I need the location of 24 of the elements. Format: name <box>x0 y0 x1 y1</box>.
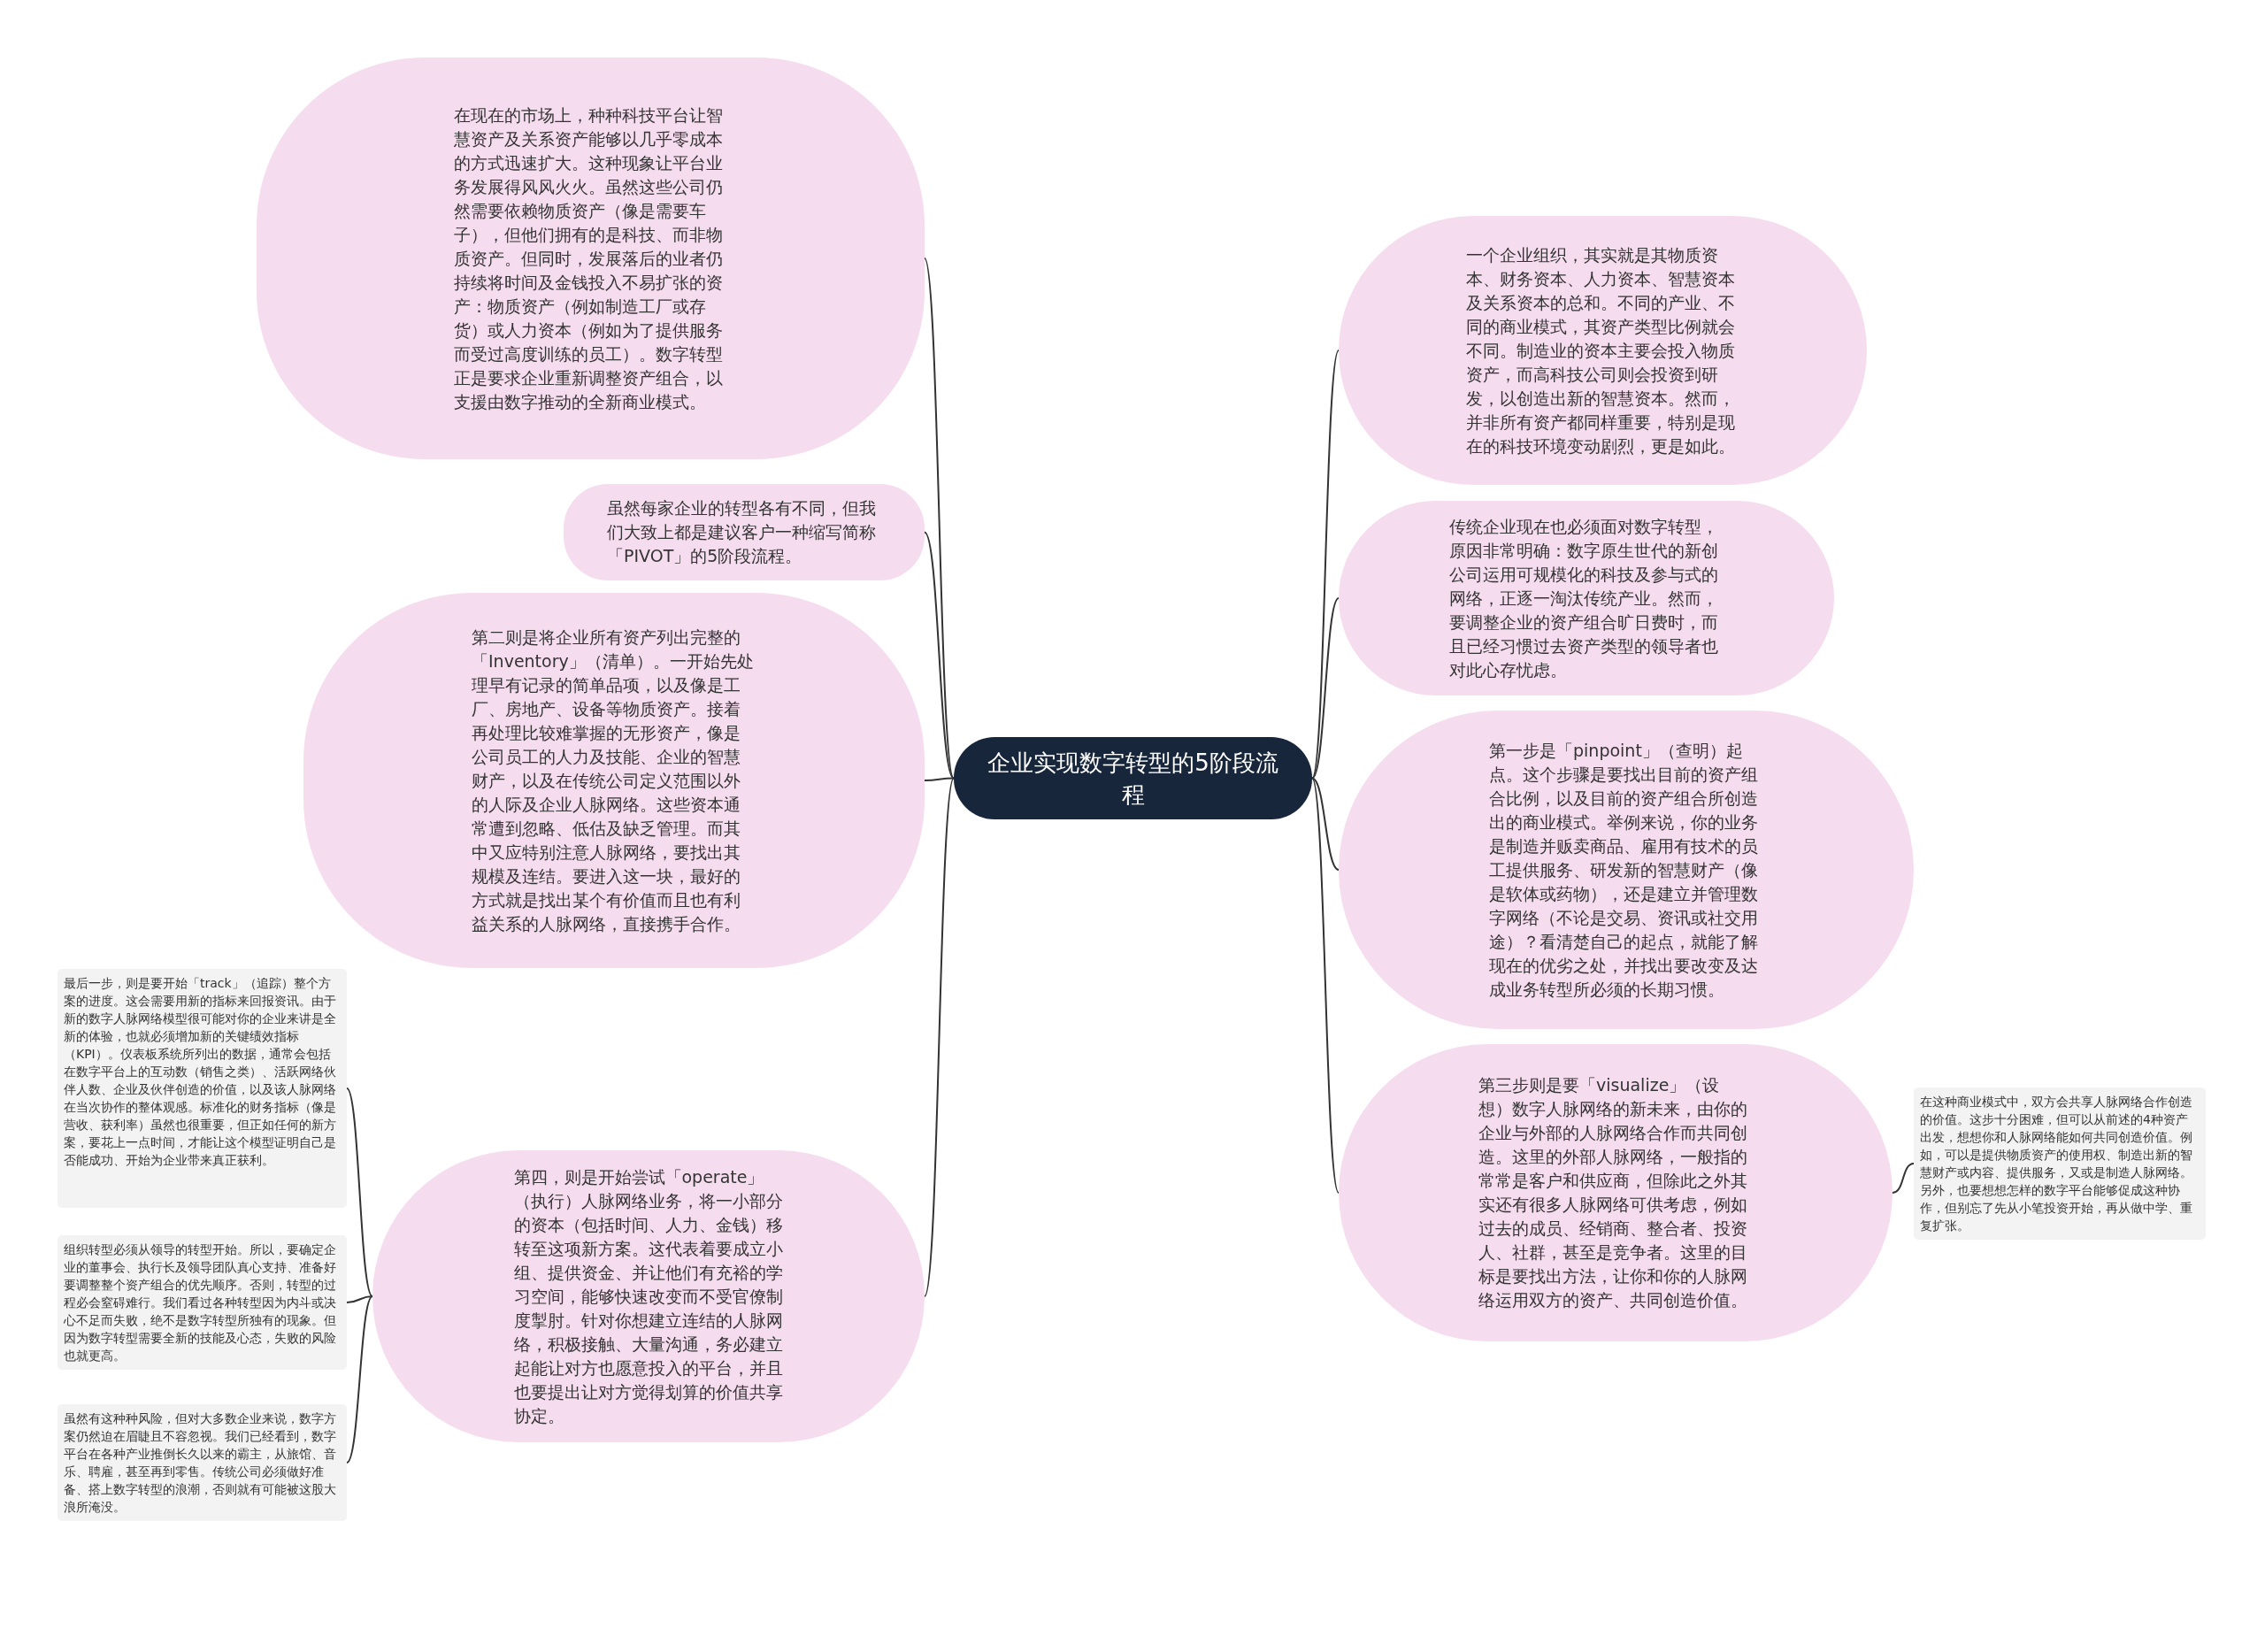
topic-text: 在现在的市场上，种种科技平台让智慧资产及关系资产能够以几乎零成本的方式迅速扩大。这种现象让平台业务发展得风风火火。虽然这些公司仍然需要依赖物质资产（像是需要车子），但他们拥有的是科技、而非物质资产。但同时，发展落后的业者仍持续将时间及金钱投入不易扩张的资产：物质资产（例如制造工厂或存货）或人力资本（例如为了提供服务而受过高度训练的员工）。数字转型正是要求企业重新调整资产组合，以支援由数字推动的全新商业模式。 <box>453 104 724 413</box>
topic-text: 第二则是将企业所有资产列出完整的「Inventory」（清单）。一开始先处理早有记录的简单品项，以及像是工厂、房地产、设备等物质资产。接着再处理比较难掌握的无形资产，像是公司员工的人力及技能、企业的智慧财产，以及在传统公司定义范围以外的人际及企业人脉网络。这些资本通常遭到忽略、低估及缺乏管理。而其中又应特别注意人脉网络，要找出其规模及连结。要进入这一块，最好的方式就是找出某个有价值而且也有利益关系的人脉网络，直接携手合作。 <box>472 626 755 935</box>
connector-line <box>346 1295 373 1464</box>
connector-line <box>346 1295 373 1303</box>
connector-line <box>346 1087 373 1297</box>
connector-line <box>1311 777 1340 871</box>
note-text: 虽然有这种种风险，但对大多数企业来说，数字方案仍然迫在眉睫且不容忽视。我们已经看到，数字平台在各种产业推倒长久以来的霸主，从旅馆、音乐、聘雇，甚至再到零售。传统公司必须做好准备、搭上数字转型的浪潮，否则就有可能被这股大浪所淹没。 <box>64 1410 337 1516</box>
note-text: 组织转型必须从领导的转型开始。所以，要确定企业的董事会、执行长及领导团队真心支持、准备好要调整整个资产组合的优先顺序。否则，转型的过程必会窒碍难行。我们看过各种转型因为内斗或决心不足而失败，绝不是数字转型所独有的现象。但因为数字转型需要全新的技能及心态，失败的风险也就更高。 <box>64 1241 337 1364</box>
connector-line <box>924 531 955 780</box>
note-card <box>58 969 347 1208</box>
connector-line <box>1892 1163 1915 1194</box>
connector-line <box>1311 777 1340 1194</box>
topic-text: 虽然每家企业的转型各有不同，但我们大致上都是建议客户一种缩写简称「PIVOT」的5阶段流程。 <box>607 497 877 567</box>
connector-line <box>924 777 955 1297</box>
note-text: 在这种商业模式中，双方会共享人脉网络合作创造的价值。这步十分困难，但可以从前述的4种资产出发，想想你和人脉网络能如何共同创造价值。例如，可以是提供物质资产的使用权、制造出新的智慧财产或内容、提供服务，又或是制造人脉网络。另外，也要想想怎样的数字平台能够促成这种协作，但别忘了先从小笔投资开始，再从做中学、重复扩张。 <box>1920 1094 2193 1234</box>
topic-text: 第四，则是开始尝试「operate」（执行）人脉网络业务，将一小部分的资本（包括时间、人力、金钱）移转至这项新方案。这代表着要成立小组、提供资金、并让他们有充裕的学习空间，能够快速改变而不受官僚制度掣肘。针对你想建立连结的人脉网络，积极接触、大量沟通，务必建立起能让对方也愿意投入的平台，并且也要提出让对方觉得划算的价值共享协定。 <box>513 1165 784 1427</box>
topic-text: 传统企业现在也必须面对数字转型，原因非常明确：数字原生世代的新创公司运用可规模化的科技及参与式的网络，正逐一淘汰传统产业。然而，要调整企业的资产组合旷日费时，而且已经习惯过去资产类型的领导者也对此心存忧虑。 <box>1449 515 1719 681</box>
connector-line <box>924 777 955 781</box>
note-text: 最后一步，则是要开始「track」（追踪）整个方案的进度。这会需要用新的指标来回报资讯。由于新的数字人脉网络模型很可能对你的企业来讲是全新的体验，也就必须增加新的关键绩效指标（KPI）。仪表板系统所列出的数据，通常会包括在数字平台上的互动数（销售之类）、活跃网络伙伴人数、企业及伙伴创造的价值，以及该人脉网络在当次协作的整体观感。标准化的财务指标（像是营收、获利率）虽然也很重要，但正如任何的新方案，要花上一点时间，才能让这个模型证明自己是否能成功、开始为企业带来真正获利。 <box>64 975 337 1169</box>
topic-text: 第一步是「pinpoint」（查明）起点。这个步骤是要找出目前的资产组合比例，以及目前的资产组合所创造出的商业模式。举例来说，你的业务是制造并贩卖商品、雇用有技术的员工提供服务、研发新的智慧财产（像是软体或药物），还是建立并管理数字网络（不论是交易、资讯或社交用途）？看清楚自己的起点，就能了解现在的优劣之处，并找出要改变及达成业务转型所必须的长期习惯。 <box>1489 739 1759 1001</box>
topic-title: 企业实现数字转型的5阶段流程 <box>987 748 1279 810</box>
topic-text: 一个企业组织，其实就是其物质资本、财务资本、人力资本、智慧资本及关系资本的总和。不同的产业、不同的商业模式，其资产类型比例就会不同。制造业的资本主要会投入物质资产，而高科技公司则会投资到研发，以创造出新的智慧资本。然而，并非所有资产都同样重要，特别是现在的科技环境变动剧烈，更是如此。 <box>1465 243 1736 457</box>
topic-text: 第三步则是要「visualize」（设想）数字人脉网络的新未来，由你的企业与外部的人脉网络合作而共同创造。这里的外部人脉网络，一般指的常常是客户和供应商，但除此之外其实还有很多人脉网络可供考虑，例如过去的成员、经销商、整合者、投资人、社群，甚至是竞争者。这里的目标是要找出方法，让你和你的人脉网络运用双方的资产、共同创造价值。 <box>1478 1074 1748 1311</box>
connector-line <box>1311 597 1340 780</box>
